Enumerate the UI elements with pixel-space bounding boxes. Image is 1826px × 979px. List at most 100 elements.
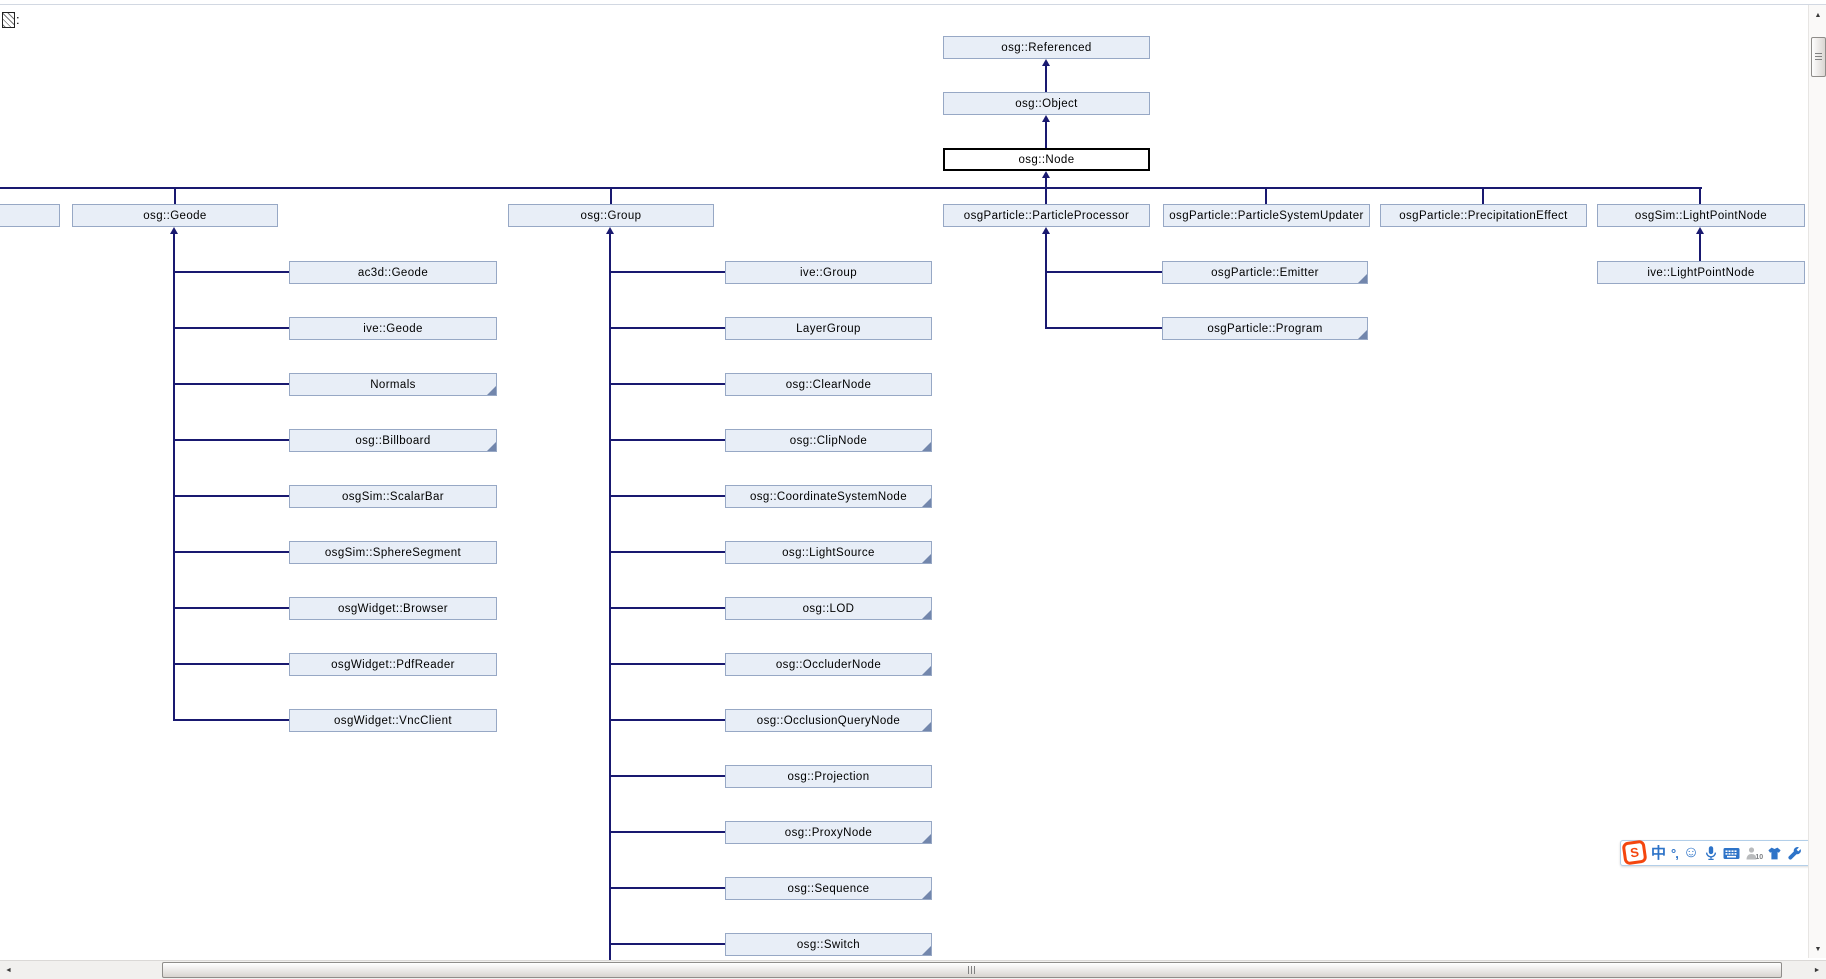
scroll-left-button[interactable]: ◄ xyxy=(5,966,12,974)
emoji-icon[interactable]: ☺ xyxy=(1682,844,1700,861)
class-node-osg-geode[interactable]: osg::Geode xyxy=(72,204,278,227)
class-node-osg-occludernode[interactable]: osg::OccluderNode xyxy=(725,653,932,676)
class-node-osgsim-spheresegment[interactable]: osgSim::SphereSegment xyxy=(289,541,497,564)
class-node-osg-projection[interactable]: osg::Projection xyxy=(725,765,932,788)
class-node-osg-node[interactable]: osg::Node xyxy=(943,148,1150,171)
skin-icon[interactable] xyxy=(1767,846,1782,861)
connector-line xyxy=(174,271,289,273)
class-node-osg-coordinatesystemnode[interactable]: osg::CoordinateSystemNode xyxy=(725,485,932,508)
class-node-label: osg::Object xyxy=(1015,97,1078,110)
class-node-osg-lod[interactable]: osg::LOD xyxy=(725,597,932,620)
inheritance-arrow-icon xyxy=(1042,171,1050,178)
class-node-label: osg::CoordinateSystemNode xyxy=(749,490,908,503)
connector-line xyxy=(610,187,612,205)
class-node-label: osgWidget::Browser xyxy=(337,602,449,615)
class-node-osg-lightsource[interactable]: osg::LightSource xyxy=(725,541,932,564)
vertical-scrollbar-thumb[interactable] xyxy=(1811,37,1826,77)
voice-input-icon[interactable] xyxy=(1704,845,1718,861)
class-node-osg-group[interactable]: osg::Group xyxy=(508,204,714,227)
class-node-label: osg::LightSource xyxy=(782,546,875,559)
class-node-label: osg::ProxyNode xyxy=(784,826,873,839)
class-node-label: osgWidget::VncClient xyxy=(334,714,452,727)
class-node-osgparticle-program[interactable]: osgParticle::Program xyxy=(1162,317,1368,340)
class-node-label: osg::Projection xyxy=(787,770,870,783)
class-node-osgparticle-particleprocessor[interactable]: osgParticle::ParticleProcessor xyxy=(943,204,1150,227)
class-node-osg-occlusionquerynode[interactable]: osg::OcclusionQueryNode xyxy=(725,709,932,732)
class-node-osg-clipnode[interactable]: osg::ClipNode xyxy=(725,429,932,452)
class-node-label: osg::ClearNode xyxy=(785,378,872,391)
punctuation-mode-icon[interactable]: °, xyxy=(1671,845,1679,861)
class-node-label: osgParticle::Program xyxy=(1207,322,1323,335)
class-node-osgsim-lightpointnode[interactable]: osgSim::LightPointNode xyxy=(1597,204,1805,227)
class-node-osgsim-scalarbar[interactable]: osgSim::ScalarBar xyxy=(289,485,497,508)
toolbox-icon[interactable] xyxy=(1787,846,1802,861)
class-node-osgparticle-particlesystemupdater[interactable]: osgParticle::ParticleSystemUpdater xyxy=(1163,204,1370,227)
class-node-ive-group[interactable]: ive::Group xyxy=(725,261,932,284)
class-node-ac3d-geode[interactable]: ac3d::Geode xyxy=(289,261,497,284)
login-level-icon[interactable]: 10 xyxy=(1745,846,1763,861)
chinese-mode-icon[interactable]: 中 xyxy=(1651,844,1667,862)
connector-line xyxy=(610,495,725,497)
class-node-osgwidget-browser[interactable]: osgWidget::Browser xyxy=(289,597,497,620)
ime-toolbar[interactable]: S 中 °, ☺ xyxy=(1620,839,1824,866)
connector-line xyxy=(174,719,289,721)
class-node-osgparticle-emitter[interactable]: osgParticle::Emitter xyxy=(1162,261,1368,284)
class-node-osg-switch[interactable]: osg::Switch xyxy=(725,933,932,956)
class-node-label: ive::Geode xyxy=(363,322,423,335)
class-node-osg-billboard[interactable]: osg::Billboard xyxy=(289,429,497,452)
inheritance-arrow-icon xyxy=(1696,227,1704,234)
class-node-ive-geode[interactable]: ive::Geode xyxy=(289,317,497,340)
class-node-label: osgSim::ScalarBar xyxy=(341,490,445,503)
class-node-osg-referenced[interactable]: osg::Referenced xyxy=(943,36,1150,59)
page-top-border xyxy=(0,4,1826,5)
scroll-right-button[interactable]: ► xyxy=(1813,966,1821,974)
class-node-label: osgParticle::PrecipitationEffect xyxy=(1399,209,1568,222)
sogou-logo-icon[interactable]: S xyxy=(1621,839,1648,866)
connector-line xyxy=(0,187,1702,189)
class-node-osgparticle-precipitationeffect[interactable]: osgParticle::PrecipitationEffect xyxy=(1380,204,1587,227)
class-node-normals[interactable]: Normals xyxy=(289,373,497,396)
class-node-label: osg::OcclusionQueryNode xyxy=(756,714,901,727)
vertical-scrollbar[interactable]: ▲ ▼ xyxy=(1808,5,1826,958)
class-node-label: osgParticle::Emitter xyxy=(1211,266,1319,279)
connector-line xyxy=(1265,187,1267,205)
class-node-label: osg::Sequence xyxy=(787,882,870,895)
class-node-osgwidget-pdfreader[interactable]: osgWidget::PdfReader xyxy=(289,653,497,676)
class-node-osg-clearnode[interactable]: osg::ClearNode xyxy=(725,373,932,396)
connector-line xyxy=(610,439,725,441)
inheritance-arrow-icon xyxy=(1042,59,1050,66)
class-node-osgwidget-vncclient[interactable]: osgWidget::VncClient xyxy=(289,709,497,732)
horizontal-scrollbar[interactable]: ◄ ► xyxy=(0,960,1826,979)
connector-line xyxy=(609,233,611,960)
class-node-osg-sequence[interactable]: osg::Sequence xyxy=(725,877,932,900)
connector-line xyxy=(174,663,289,665)
class-node-ive-lightpointnode[interactable]: ive::LightPointNode xyxy=(1597,261,1805,284)
class-node-label: osg::Switch xyxy=(796,938,861,951)
scroll-down-button[interactable]: ▼ xyxy=(1814,945,1822,953)
connector-line xyxy=(174,607,289,609)
connector-line xyxy=(610,831,725,833)
class-node-clipped[interactable] xyxy=(0,204,60,227)
scroll-up-button[interactable]: ▲ xyxy=(1814,11,1822,19)
inheritance-arrow-icon xyxy=(1042,227,1050,234)
connector-line xyxy=(1045,187,1047,205)
connector-line xyxy=(174,383,289,385)
connector-line xyxy=(1045,121,1047,148)
class-node-osg-proxynode[interactable]: osg::ProxyNode xyxy=(725,821,932,844)
class-node-label: ac3d::Geode xyxy=(357,266,429,279)
class-node-osg-object[interactable]: osg::Object xyxy=(943,92,1150,115)
connector-line xyxy=(174,495,289,497)
class-node-label: ive::LightPointNode xyxy=(1647,266,1755,279)
connector-line xyxy=(610,887,725,889)
connector-line xyxy=(1699,233,1701,261)
class-node-label: Normals xyxy=(370,378,416,391)
class-node-label: osgWidget::PdfReader xyxy=(331,658,455,671)
connector-line xyxy=(1045,233,1047,329)
connector-line xyxy=(610,719,725,721)
horizontal-scrollbar-thumb[interactable] xyxy=(162,962,1782,978)
connector-line xyxy=(1045,65,1047,92)
class-node-label: osg::Geode xyxy=(143,209,207,222)
class-node-layergroup[interactable]: LayerGroup xyxy=(725,317,932,340)
header-colon: : xyxy=(16,12,20,27)
soft-keyboard-icon[interactable] xyxy=(1723,846,1740,860)
